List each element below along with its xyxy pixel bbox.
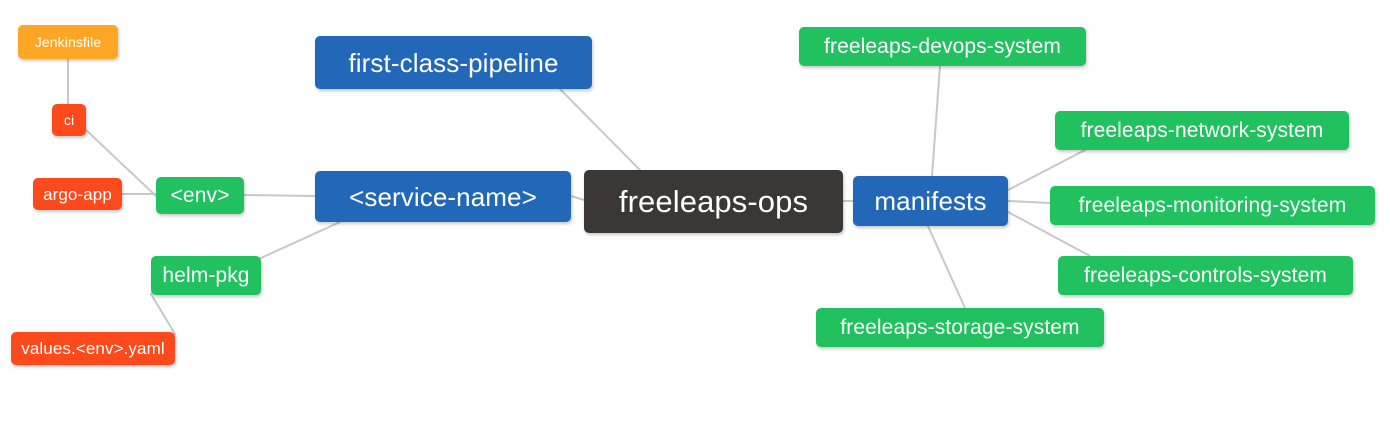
edge-helm-pkg-to-service-name: [260, 221, 341, 259]
node-first-class-pipeline[interactable]: first-class-pipeline: [315, 36, 592, 89]
edge-manifests-to-monitoring-system: [1007, 200, 1051, 204]
node-helm-pkg[interactable]: helm-pkg: [151, 256, 261, 295]
node-env[interactable]: <env>: [156, 177, 244, 214]
node-monitoring-system[interactable]: freeleaps-monitoring-system: [1050, 186, 1375, 225]
node-jenkinsfile[interactable]: Jenkinsfile: [18, 25, 118, 59]
node-controls-system[interactable]: freeleaps-controls-system: [1058, 256, 1353, 295]
edge-env-to-service-name: [243, 194, 316, 197]
edge-manifests-to-devops-system: [931, 65, 941, 177]
node-argo-app[interactable]: argo-app: [33, 178, 122, 210]
node-values-yaml[interactable]: values.<env>.yaml: [11, 332, 175, 365]
node-ci[interactable]: ci: [52, 104, 86, 136]
edge-manifests-to-network-system: [1007, 149, 1086, 191]
node-service-name[interactable]: <service-name>: [315, 171, 571, 222]
node-network-system[interactable]: freeleaps-network-system: [1055, 111, 1349, 150]
edge-service-name-to-freeleaps-ops: [570, 195, 585, 201]
node-freeleaps-ops[interactable]: freeleaps-ops: [584, 170, 843, 233]
node-manifests[interactable]: manifests: [853, 176, 1008, 226]
edge-values-yaml-to-helm-pkg: [150, 293, 176, 335]
edge-first-class-pipeline-to-freeleaps-ops: [559, 88, 641, 171]
node-devops-system[interactable]: freeleaps-devops-system: [799, 27, 1086, 66]
edge-manifests-to-storage-system: [927, 225, 966, 309]
node-storage-system[interactable]: freeleaps-storage-system: [816, 308, 1104, 347]
